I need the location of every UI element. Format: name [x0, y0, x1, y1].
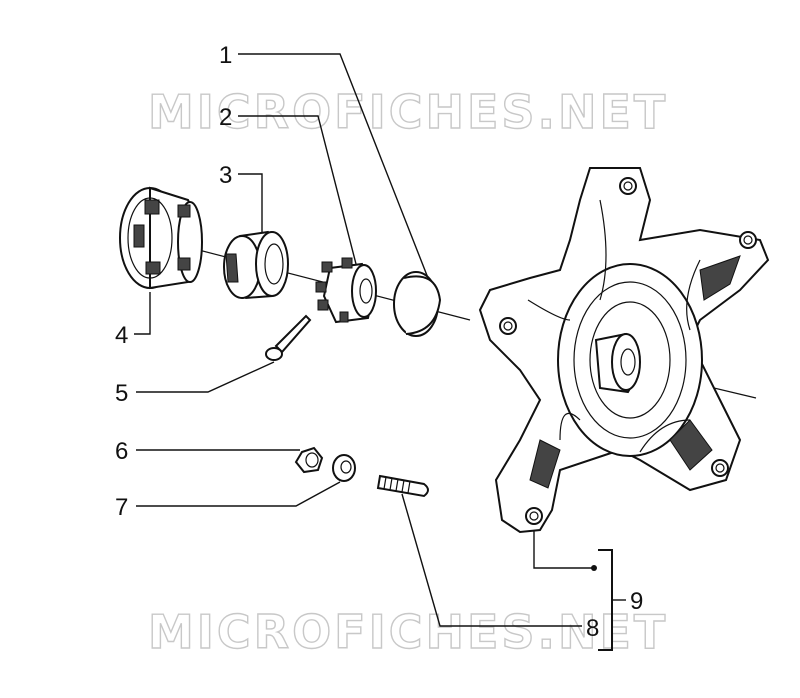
leader-9	[533, 530, 592, 569]
part-5-cotter-pin	[265, 314, 312, 361]
leader-9-dot	[591, 565, 597, 571]
callout-5: 5	[115, 380, 128, 407]
part-1-washer	[393, 271, 442, 337]
leader-5	[136, 361, 275, 393]
part-6-nut	[294, 446, 324, 474]
callout-7: 7	[115, 494, 128, 521]
callout-2: 2	[219, 104, 232, 131]
callout-6: 6	[115, 438, 128, 465]
leader-8	[401, 493, 582, 627]
callout-8: 8	[586, 615, 599, 642]
part-9-wheel-hub	[478, 167, 770, 534]
part-3-bearing	[223, 230, 289, 300]
part-2-castle-nut	[315, 257, 377, 324]
leader-3	[238, 173, 263, 232]
watermark-bottom: MICROFICHES.NET	[148, 605, 668, 659]
watermark-top: MICROFICHES.NET	[148, 85, 668, 139]
part-8-stud	[376, 474, 429, 498]
callout-1: 1	[219, 42, 232, 69]
leader-2	[238, 115, 357, 265]
part-4-dust-cap	[119, 186, 203, 290]
leader-7	[136, 481, 341, 507]
leader-1	[238, 53, 429, 279]
callout-4: 4	[115, 322, 128, 349]
callout-9: 9	[630, 588, 643, 615]
part-7-washer	[332, 454, 356, 482]
callout-3: 3	[219, 162, 232, 189]
leader-4	[134, 292, 151, 335]
